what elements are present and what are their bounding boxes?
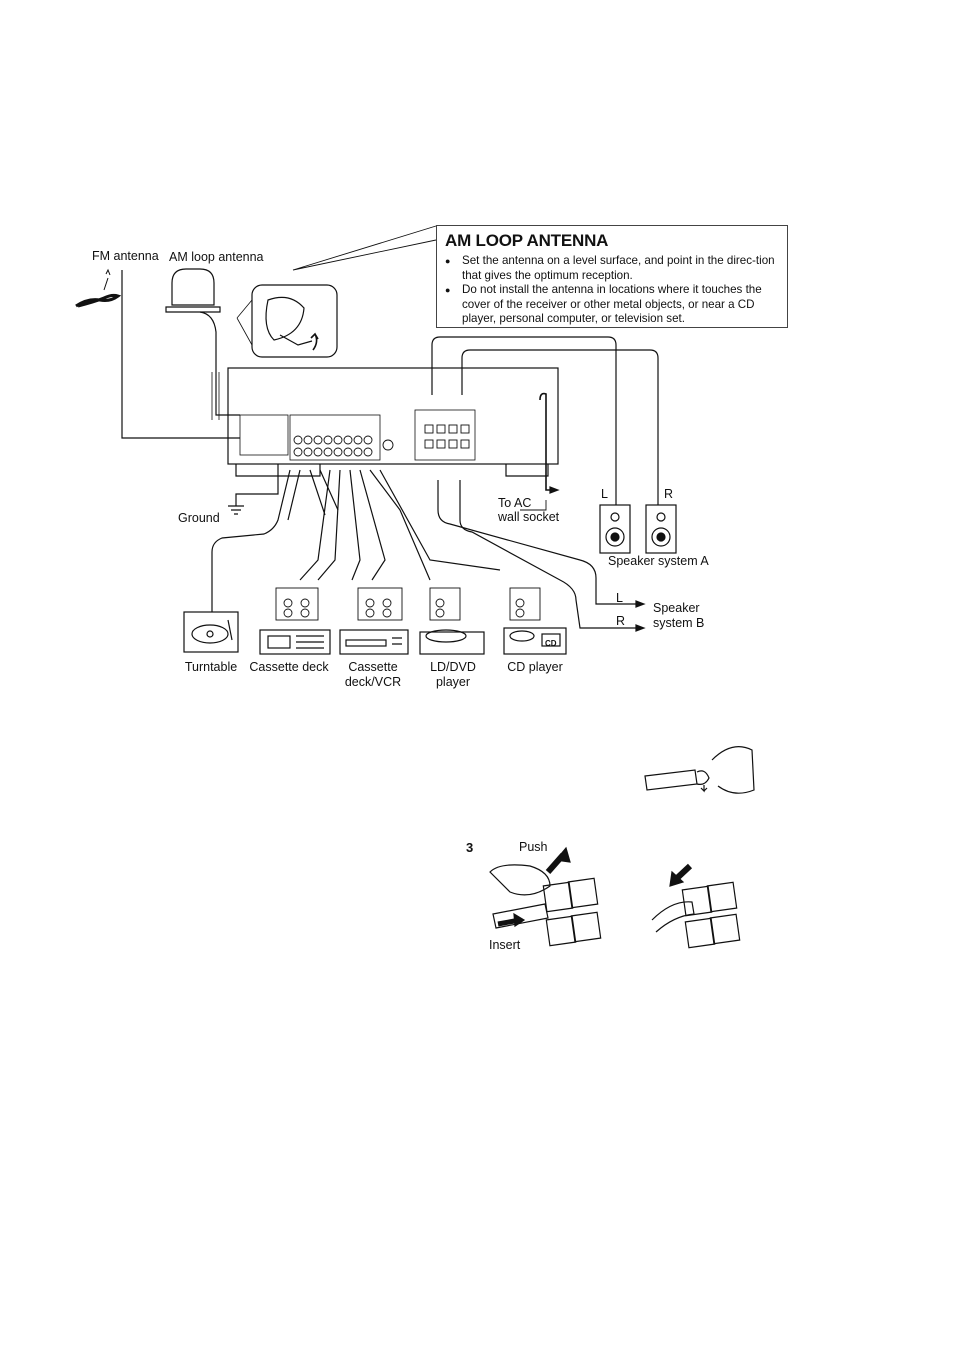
label-lddvd-1: LD/DVD	[430, 660, 476, 674]
jack-panel-lddvd	[429, 587, 461, 621]
label-turntable: Turntable	[184, 660, 238, 674]
label-to-ac-2: wall socket	[498, 510, 560, 524]
speaker-b-wire-l	[437, 480, 640, 605]
callout-bullet-2: Do not install the antenna in locations …	[445, 283, 779, 327]
callout-title: AM LOOP ANTENNA	[445, 231, 609, 250]
label-ground: Ground	[178, 511, 220, 525]
am-loop-antenna-callout: AM LOOP ANTENNA Set the antenna on a lev…	[436, 225, 788, 328]
lddvd-device	[419, 629, 485, 655]
speaker-r	[645, 504, 677, 554]
label-speaker-r: R	[664, 487, 674, 501]
label-speaker-system-b-1: Speaker	[653, 601, 700, 615]
turntable-device	[183, 611, 239, 653]
wire-twist-illustration	[644, 746, 755, 794]
label-speaker-b-l: L	[616, 591, 623, 605]
label-cd-panel: CD	[545, 639, 557, 648]
label-speaker-l: L	[601, 487, 608, 501]
ac-power-cord	[539, 392, 556, 491]
label-cassette-vcr-1: Cassette	[348, 660, 398, 674]
jack-panel-cassette-deck	[275, 587, 319, 621]
cd-player-device	[503, 627, 567, 655]
label-to-ac-1: To AC	[498, 496, 532, 510]
step3-release-illustration	[651, 863, 741, 949]
label-insert: Insert	[489, 938, 521, 952]
label-push: Push	[519, 840, 548, 854]
cassette-deck-device	[259, 629, 331, 655]
ground-wire	[235, 464, 279, 506]
callout-bullet-1: Set the antenna on a level surface, and …	[445, 254, 779, 283]
fm-antenna-wire	[75, 293, 122, 308]
step-3-number: 3	[466, 840, 474, 855]
am-loop-antenna	[165, 268, 221, 313]
callout-bullets: Set the antenna on a level surface, and …	[445, 254, 779, 327]
jack-panel-cd	[509, 587, 541, 621]
label-am-loop-antenna: AM loop antenna	[169, 250, 264, 264]
cassette-vcr-device	[339, 629, 409, 655]
jack-panel-vcr	[357, 587, 403, 621]
speaker-b-wire-r	[459, 480, 640, 629]
label-cassette-deck: Cassette deck	[249, 660, 329, 674]
label-speaker-system-a: Speaker system A	[608, 554, 709, 568]
label-speaker-b-r: R	[616, 614, 626, 628]
turntable-cable	[211, 469, 291, 612]
label-lddvd-2: player	[435, 675, 471, 689]
label-speaker-system-b-2: system B	[653, 616, 705, 630]
step3-push-illustration	[489, 846, 602, 947]
receiver-rear-panel	[227, 367, 559, 465]
label-cd-player: CD player	[507, 660, 563, 674]
antenna-inset	[251, 284, 338, 358]
label-cassette-vcr-2: deck/VCR	[344, 675, 402, 689]
speaker-a-wire-r	[461, 349, 659, 505]
speaker-l	[599, 504, 631, 554]
label-fm-antenna: FM antenna	[92, 249, 159, 263]
speaker-a-wire-l	[431, 336, 617, 505]
callout-pointer	[292, 225, 437, 271]
